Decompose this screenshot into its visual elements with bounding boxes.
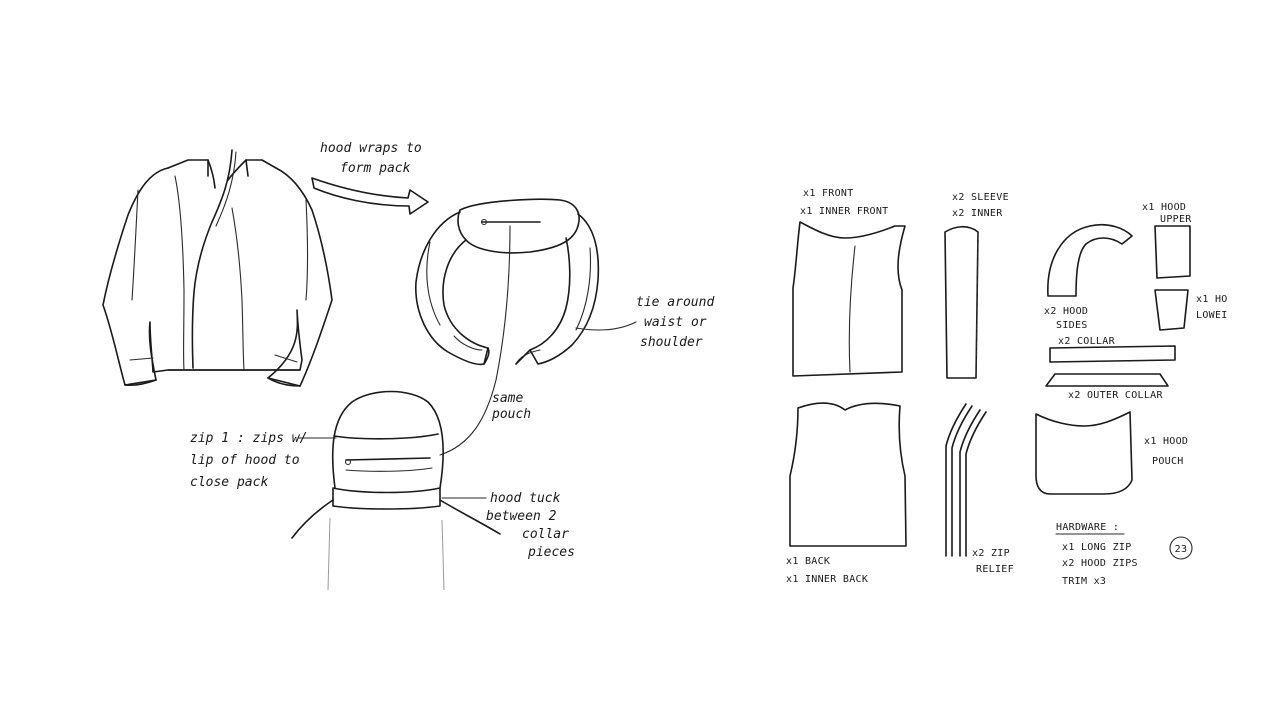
hood-lower-line-1: x1 HO bbox=[1196, 294, 1228, 305]
hood-pouch-pattern-piece bbox=[1035, 411, 1133, 495]
zip-relief-label: x2 ZIP RELIEF bbox=[972, 548, 1014, 575]
hood-upper-line-2: UPPER bbox=[1160, 214, 1192, 225]
pack-sketch bbox=[415, 198, 600, 366]
hardware-item: TRIM x3 bbox=[1062, 576, 1106, 587]
same-pouch-line-1: same bbox=[492, 391, 523, 406]
front-label: x1 FRONT x1 INNER FRONT bbox=[800, 188, 889, 217]
hood-lower-pattern-piece bbox=[1154, 289, 1189, 331]
hood-tuck-line-2: between 2 bbox=[486, 509, 557, 524]
curved-arrow-icon bbox=[311, 177, 429, 215]
front-pattern-piece bbox=[792, 221, 906, 377]
tie-leader-line bbox=[575, 321, 637, 331]
hood-sides-label: x2 HOOD SIDES bbox=[1044, 306, 1088, 331]
zip-line-3: close pack bbox=[190, 475, 268, 490]
back-pattern-piece bbox=[789, 402, 907, 547]
hood-lower-line-2: LOWEI bbox=[1196, 310, 1228, 321]
hood-wraps-line-1: hood wraps to bbox=[320, 141, 422, 156]
hood-sides-line-2: SIDES bbox=[1056, 320, 1088, 331]
zip-line-2: lip of hood to bbox=[190, 453, 300, 468]
page-number-text: 23 bbox=[1175, 544, 1188, 555]
tie-line-2: waist or bbox=[644, 315, 707, 330]
back-label-line-2: x1 INNER BACK bbox=[786, 574, 868, 585]
hood-upper-pattern-piece bbox=[1154, 225, 1191, 279]
front-label-line-2: x1 INNER FRONT bbox=[800, 206, 889, 217]
sleeve-pattern-piece bbox=[944, 225, 979, 379]
zip-line-1: zip 1 : zips w/ bbox=[190, 431, 307, 446]
sleeve-label: x2 SLEEVE x2 INNER bbox=[952, 192, 1009, 219]
jacket-sketch bbox=[102, 149, 333, 387]
zip-relief-line-2: RELIEF bbox=[976, 564, 1014, 575]
back-label-line-1: x1 BACK bbox=[786, 556, 830, 567]
hood-sides-line-1: x2 HOOD bbox=[1044, 306, 1088, 317]
zip-1-annotation: zip 1 : zips w/ lip of hood to close pac… bbox=[190, 431, 307, 490]
sleeve-label-line-1: x2 SLEEVE bbox=[952, 192, 1009, 203]
hood-sides-pattern-piece bbox=[1047, 223, 1133, 297]
tie-around-annotation: tie around waist or shoulder bbox=[636, 295, 714, 350]
same-pouch-annotation: same pouch bbox=[491, 391, 531, 422]
hood-tuck-annotation: hood tuck between 2 collar pieces bbox=[486, 491, 575, 560]
tie-line-1: tie around bbox=[636, 295, 714, 310]
sleeve-label-line-2: x2 INNER bbox=[952, 208, 1003, 219]
hood-wraps-line-2: form pack bbox=[340, 161, 411, 176]
hood-upper-label: x1 HOOD UPPER bbox=[1142, 202, 1192, 225]
hardware-item: x1 LONG ZIP bbox=[1062, 542, 1132, 553]
hood-pouch-label: x1 HOOD POUCH bbox=[1144, 436, 1188, 467]
page-number: 23 bbox=[1169, 536, 1193, 560]
hood-pouch-closeup bbox=[291, 390, 501, 591]
outer-collar-pattern-piece bbox=[1045, 373, 1169, 387]
tie-line-3: shoulder bbox=[640, 335, 703, 350]
hood-pouch-line-2: POUCH bbox=[1152, 456, 1184, 467]
collar-label: x2 COLLAR bbox=[1058, 336, 1116, 347]
hardware-item: x2 HOOD ZIPS bbox=[1062, 558, 1138, 569]
hood-wraps-annotation: hood wraps to form pack bbox=[320, 141, 422, 176]
hood-tuck-line-4: pieces bbox=[527, 545, 575, 560]
zip-relief-line-1: x2 ZIP bbox=[972, 548, 1010, 559]
collar-pattern-piece bbox=[1049, 345, 1176, 363]
hardware-list: HARDWARE : x1 LONG ZIP x2 HOOD ZIPS TRIM… bbox=[1055, 522, 1138, 587]
hood-lower-label: x1 HO LOWEI bbox=[1196, 294, 1228, 321]
front-label-line-1: x1 FRONT bbox=[803, 188, 854, 199]
hood-tuck-line-1: hood tuck bbox=[490, 491, 561, 506]
hood-upper-line-1: x1 HOOD bbox=[1142, 202, 1186, 213]
hardware-title: HARDWARE : bbox=[1056, 522, 1119, 533]
same-pouch-leader bbox=[439, 225, 511, 456]
same-pouch-line-2: pouch bbox=[491, 407, 531, 422]
zip-relief-pattern-piece bbox=[945, 403, 987, 557]
back-label: x1 BACK x1 INNER BACK bbox=[786, 556, 868, 585]
hood-tuck-line-3: collar bbox=[522, 527, 569, 542]
outer-collar-label: x2 OUTER COLLAR bbox=[1068, 390, 1163, 401]
hood-pouch-line-1: x1 HOOD bbox=[1144, 436, 1188, 447]
